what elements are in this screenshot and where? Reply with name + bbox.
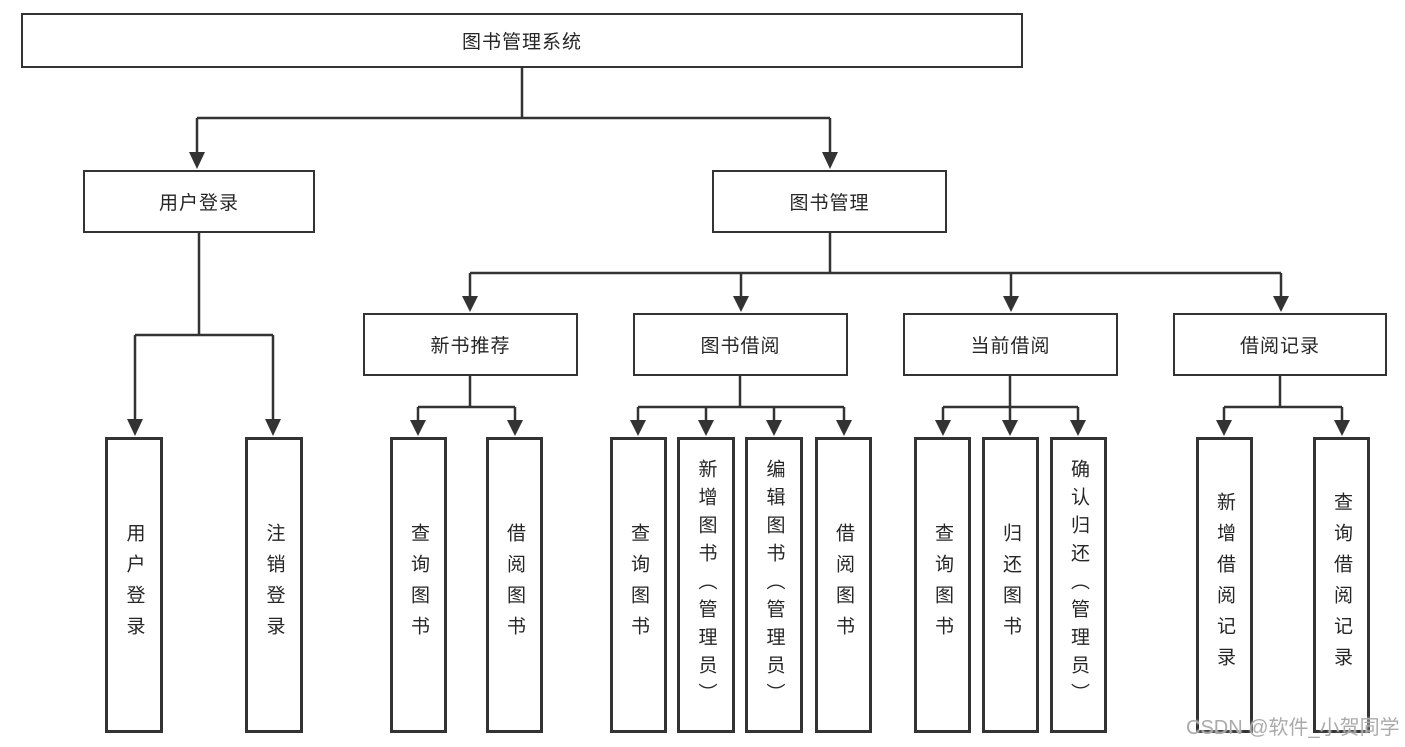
leaf-query-borrow-record: 查询借阅记录 xyxy=(1313,437,1370,733)
leaf-user-login: 用户登录 xyxy=(105,437,163,733)
node-current-borrow: 当前借阅 xyxy=(903,313,1118,376)
leaf-borrow-query-books: 查询图书 xyxy=(610,437,667,733)
leaf-borrow-books: 借阅图书 xyxy=(815,437,872,733)
node-book-management: 图书管理 xyxy=(712,170,947,233)
leaf-add-books-admin: 新增图书（管理员） xyxy=(677,437,735,733)
node-root-system: 图书管理系统 xyxy=(21,13,1023,68)
node-user-login: 用户登录 xyxy=(83,170,315,233)
node-book-borrow: 图书借阅 xyxy=(633,313,848,376)
leaf-add-borrow-record: 新增借阅记录 xyxy=(1196,437,1253,733)
leaf-recommend-query-books: 查询图书 xyxy=(390,437,447,733)
leaf-confirm-return-admin: 确认归还（管理员） xyxy=(1050,437,1107,733)
leaf-edit-books-admin: 编辑图书（管理员） xyxy=(745,437,803,733)
leaf-return-books: 归还图书 xyxy=(982,437,1039,733)
node-new-book-recommend: 新书推荐 xyxy=(363,313,578,376)
leaf-recommend-borrow-books: 借阅图书 xyxy=(486,437,543,733)
leaf-current-query-books: 查询图书 xyxy=(914,437,971,733)
watermark-text: CSDN @软件_小贺同学 xyxy=(1186,717,1400,739)
node-borrow-records: 借阅记录 xyxy=(1173,313,1387,376)
arrowheads xyxy=(127,152,1350,436)
leaf-logout: 注销登录 xyxy=(245,437,303,733)
